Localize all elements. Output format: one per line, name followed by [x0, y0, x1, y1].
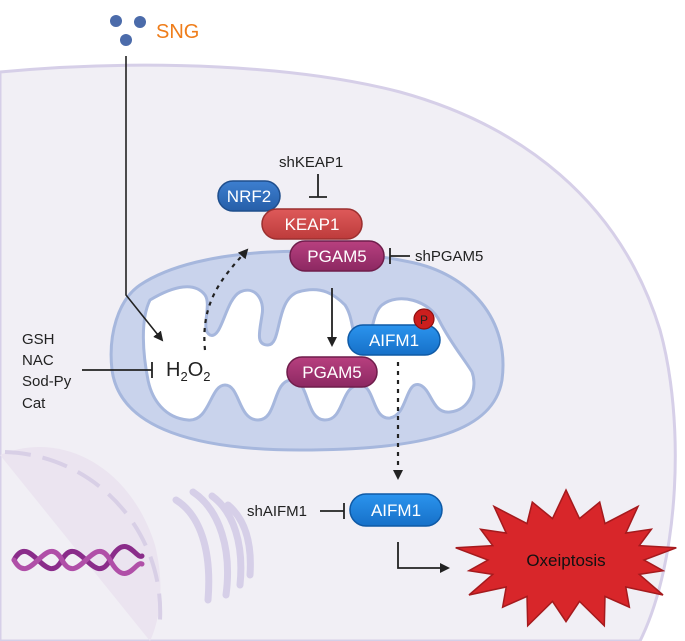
aifm1-mito-label: AIFM1	[369, 331, 419, 350]
shaifm1-label: shAIFM1	[247, 503, 307, 520]
h2o2-to-keap1-arrow	[203, 248, 249, 351]
pgam5-protein-mitochondrial: PGAM5	[286, 356, 378, 388]
mitochondrial-cristae	[141, 285, 476, 422]
mitochondrion	[109, 249, 505, 452]
dna-icon	[11, 544, 145, 576]
pgam5-mito-label: PGAM5	[302, 363, 362, 382]
nrf2-protein: NRF2	[217, 180, 281, 212]
phosphorylation-icon: P	[413, 308, 435, 330]
shkeap1-label: shKEAP1	[279, 154, 343, 171]
oxeiptosis-label: Oxeiptosis	[526, 551, 605, 570]
inhibitor-nac: NAC	[22, 352, 54, 369]
antioxidant-inhibition-bar	[82, 362, 153, 378]
nrf2-label: NRF2	[227, 187, 271, 206]
sng-label: SNG	[156, 21, 199, 43]
antioxidant-list: GSH NAC Sod-Py Cat	[22, 331, 72, 412]
sng-to-h2o2-arrow	[125, 56, 164, 342]
shaifm1-inhibition-bar	[320, 503, 345, 519]
shpgam5-label: shPGAM5	[415, 248, 483, 265]
nucleus	[0, 447, 163, 641]
inhibitor-gsh: GSH	[22, 331, 55, 348]
inhibitor-cat: Cat	[22, 395, 46, 412]
golgi-apparatus	[172, 488, 254, 604]
pgam5-outer-label: PGAM5	[307, 247, 367, 266]
h2o2-label: H2O2	[166, 359, 210, 384]
keap1-protein: KEAP1	[261, 208, 363, 240]
sng-molecule-icon	[110, 15, 146, 46]
aifm1-cyto-label: AIFM1	[371, 501, 421, 520]
oxeiptosis-burst: Oxeiptosis	[455, 488, 677, 628]
keap1-label: KEAP1	[285, 215, 340, 234]
aifm1-to-oxeiptosis-arrow	[397, 542, 450, 573]
shpgam5-inhibition-bar	[389, 248, 410, 264]
shkeap1-inhibition-bar	[309, 174, 327, 198]
phospho-label: P	[420, 313, 428, 327]
inhibitor-sod-py: Sod-Py	[22, 373, 72, 390]
pgam5-protein-outer: PGAM5	[289, 240, 385, 272]
aifm1-protein-mitochondrial: AIFM1	[347, 324, 441, 356]
aifm1-protein-cytosolic: AIFM1	[349, 493, 443, 527]
